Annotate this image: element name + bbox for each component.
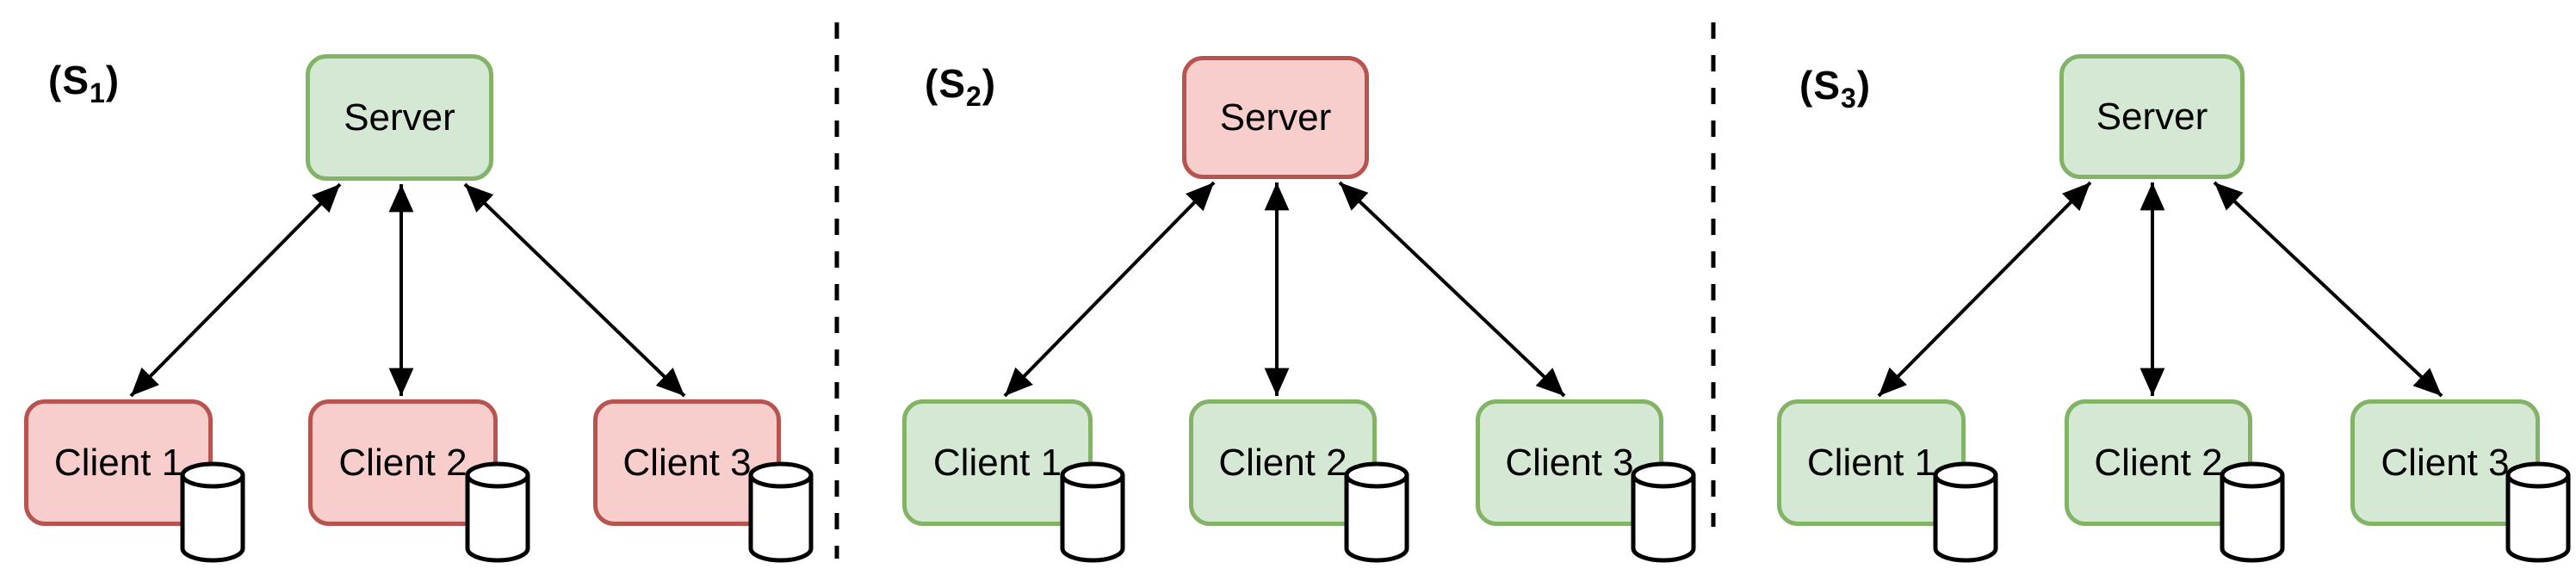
client-label: Client 1 (932, 441, 1062, 484)
server-node: Server (2059, 54, 2245, 179)
panel-label-text: ) (105, 58, 121, 102)
database-cylinder-icon (1933, 461, 1998, 563)
database-cylinder-icon (1631, 461, 1696, 563)
panel-label-subscript: 3 (1841, 83, 1857, 114)
client-label: Client 3 (622, 441, 752, 484)
database-cylinder-icon (180, 461, 245, 563)
panel-label-text: (S (48, 58, 90, 102)
panel-label-text: (S (925, 61, 966, 106)
client-label: Client 3 (2381, 441, 2510, 484)
client-label: Client 2 (338, 441, 468, 484)
client-node: Client 3 (2350, 399, 2540, 526)
panel-label-s3: (S3) (1799, 63, 1872, 112)
panel-label-subscript: 2 (966, 81, 982, 112)
server-label: Server (1219, 96, 1332, 139)
database-cylinder-icon (748, 461, 814, 563)
panel-label-s2: (S2) (925, 61, 997, 110)
client-label: Client 2 (2094, 441, 2223, 484)
panel-label-text: ) (981, 61, 997, 106)
panel-label-s1: (S1) (48, 58, 121, 107)
database-cylinder-icon (2505, 461, 2571, 563)
panel-label-text: ) (1856, 63, 1872, 108)
server-node: Server (306, 54, 493, 181)
client-label: Client 3 (1505, 441, 1634, 484)
link-s1-server-client3 (463, 182, 686, 398)
database-cylinder-icon (2220, 461, 2285, 563)
link-s3-server-client3 (2213, 181, 2443, 398)
client-label: Client 1 (1806, 441, 1936, 484)
panel-label-subscript: 1 (90, 77, 106, 108)
link-s3-server-client1 (1877, 181, 2092, 398)
client-node: Client 1 (902, 399, 1093, 526)
database-cylinder-icon (465, 461, 530, 563)
database-cylinder-icon (1344, 461, 1409, 563)
panel-label-text: (S (1799, 63, 1841, 108)
server-label: Server (344, 96, 455, 139)
client-node: Client 2 (1189, 399, 1377, 526)
server-label: Server (2096, 95, 2208, 138)
client-label: Client 1 (53, 441, 183, 484)
link-s2-server-client3 (1338, 181, 1566, 398)
link-s2-server-client1 (1003, 181, 1216, 398)
database-cylinder-icon (1060, 461, 1125, 563)
link-s1-server-client1 (129, 182, 342, 398)
server-node: Server (1182, 56, 1369, 179)
client-label: Client 2 (1218, 441, 1347, 484)
